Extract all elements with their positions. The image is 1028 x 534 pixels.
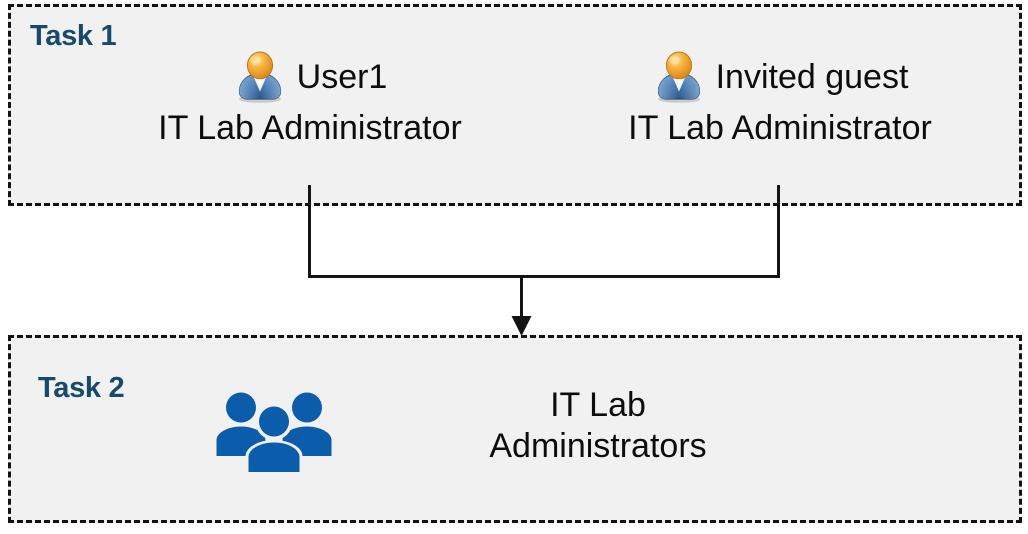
group-of-people-icon [208,388,340,476]
person-name-invited-guest: Invited guest [715,58,909,96]
person-role-invited-guest: IT Lab Administrator [628,109,932,147]
person-entry-invited-guest: Invited guest IT Lab Administrator [580,48,980,147]
person-header-user1: User1 [120,48,500,106]
group-name-line-2: Administrators [489,427,707,466]
task-1-container [8,4,1022,206]
group-name-line-1: IT Lab [550,386,646,424]
person-entry-user1: User1 IT Lab Administrator [120,48,500,147]
person-name-user1: User1 [296,58,388,96]
user-icon [652,50,706,104]
task-2-container [8,335,1022,523]
person-header-invited-guest: Invited guest [580,48,980,106]
user-icon [233,50,287,104]
task-2-label: Task 2 [38,372,125,404]
group-name: IT Lab Administrators [400,385,796,468]
person-role-user1: IT Lab Administrator [158,109,462,147]
task-1-label: Task 1 [30,20,117,52]
